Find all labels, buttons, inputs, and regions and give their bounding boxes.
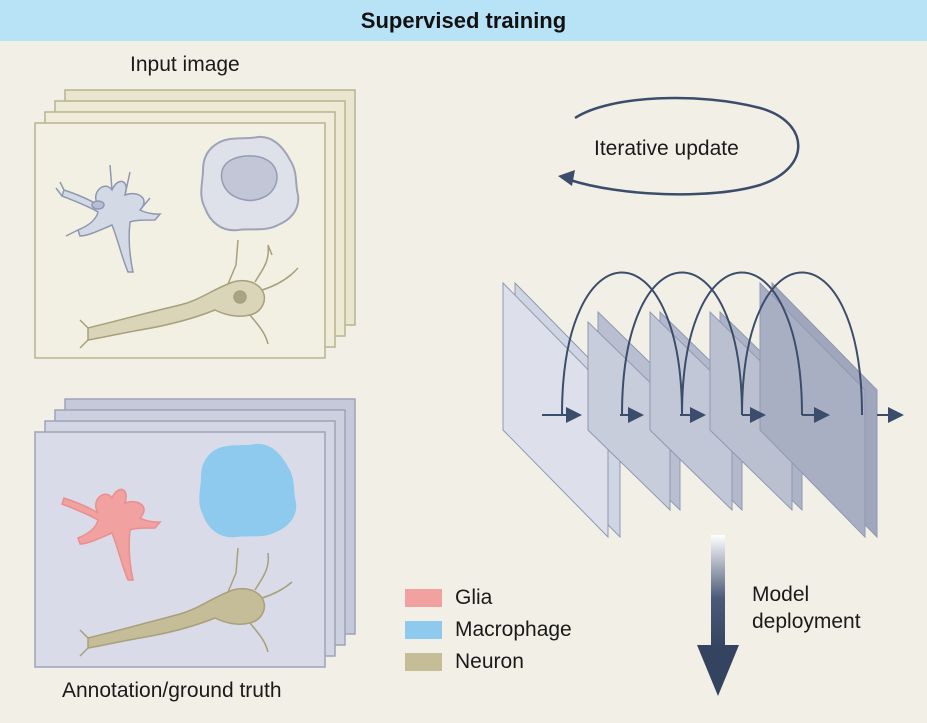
neuron-cell-image [79, 239, 299, 349]
legend-swatch-glia [405, 589, 442, 607]
legend-swatch-macrophage [405, 621, 442, 639]
glia-cell-image [55, 164, 162, 273]
iterative-update-arrow [558, 96, 800, 196]
legend-item-macrophage: Macrophage [405, 614, 572, 646]
model-deployment-line1: Model [752, 583, 810, 606]
title-banner: Supervised training [0, 0, 927, 41]
model-deployment-line2: deployment [752, 610, 861, 633]
legend-item-glia: Glia [405, 582, 572, 614]
model-deployment-label: Model deployment [752, 581, 861, 635]
diagram-title: Supervised training [360, 7, 567, 33]
skip-connections [561, 271, 863, 416]
glia-mask [61, 488, 162, 581]
macrophage-cell-image [200, 135, 300, 232]
annotation-stack [34, 398, 356, 668]
annotation-label: Annotation/ground truth [62, 679, 282, 702]
legend-label-macrophage: Macrophage [455, 618, 572, 641]
legend-label-glia: Glia [455, 586, 493, 609]
model-deployment-arrow [697, 535, 739, 696]
network-layers [502, 281, 878, 539]
neuron-mask [79, 547, 293, 657]
input-image-label: Input image [130, 53, 240, 76]
legend: Glia Macrophage Neuron [405, 582, 572, 678]
legend-label-neuron: Neuron [455, 650, 524, 673]
legend-swatch-neuron [405, 653, 442, 671]
iterative-update-label: Iterative update [594, 137, 739, 160]
input-image-stack [34, 89, 356, 359]
macrophage-mask [199, 443, 297, 538]
legend-item-neuron: Neuron [405, 646, 572, 678]
